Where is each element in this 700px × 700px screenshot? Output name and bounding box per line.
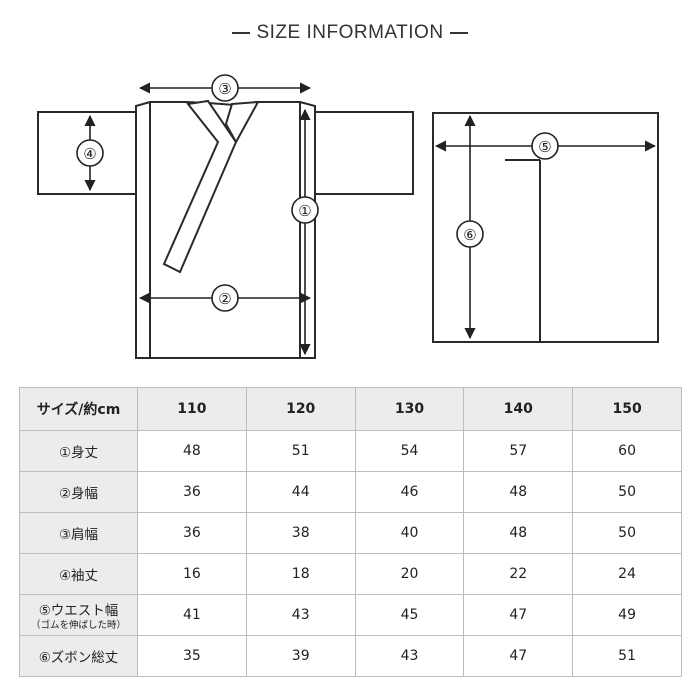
table-cell: 16	[137, 553, 247, 595]
table-cell: 40	[354, 512, 465, 554]
table-cell: 36	[137, 512, 247, 554]
label-2-circle	[211, 284, 239, 312]
table-cell: 50	[572, 471, 682, 513]
table-cell: 54	[354, 430, 465, 472]
jacket-right-sleeve	[314, 111, 414, 195]
table-cell: 41	[137, 594, 247, 636]
label-4: ④	[83, 145, 96, 163]
table-row: ②身幅 36 44 46 48 50	[19, 471, 682, 513]
table-cell: 47	[463, 594, 574, 636]
title-dash-left	[232, 31, 251, 34]
row-label: ⑤ウエスト幅	[38, 603, 119, 619]
corner-header: サイズ/約cm	[19, 387, 138, 431]
size-diagram: ③ ④ ① ② ⑤ ⑥	[37, 74, 659, 359]
table-cell: 51	[245, 430, 356, 472]
table-cell: 18	[245, 553, 356, 595]
label-4-circle	[76, 139, 104, 167]
row-label-cell: ⑤ウエスト幅 （ゴムを伸ばした時）	[19, 594, 138, 636]
label-6-circle	[456, 220, 484, 248]
table-cell: 51	[572, 635, 682, 677]
row-label: ③肩幅	[19, 512, 138, 554]
label-6: ⑥	[463, 226, 476, 244]
table-row: ①身丈 48 51 54 57 60	[19, 430, 682, 472]
table-row: ③肩幅 36 38 40 48 50	[19, 512, 682, 554]
table-cell: 47	[463, 635, 574, 677]
label-3: ③	[218, 80, 231, 98]
title-text: SIZE INFORMATION	[256, 22, 444, 43]
table-row: ⑥ズボン総丈 35 39 43 47 51	[19, 635, 682, 677]
jacket-collar-right	[224, 100, 260, 145]
section-title: SIZE INFORMATION	[0, 22, 700, 44]
table-cell: 48	[463, 512, 574, 554]
table-cell: 39	[245, 635, 356, 677]
table-cell: 43	[245, 594, 356, 636]
size-header: 130	[354, 387, 465, 431]
row-label: ⑥ズボン総丈	[19, 635, 138, 677]
size-header: 150	[572, 387, 682, 431]
table-cell: 60	[572, 430, 682, 472]
row-label: ④袖丈	[19, 553, 138, 595]
table-cell: 43	[354, 635, 465, 677]
table-cell: 46	[354, 471, 465, 513]
table-cell: 24	[572, 553, 682, 595]
table-cell: 44	[245, 471, 356, 513]
table-cell: 22	[463, 553, 574, 595]
row-label: ①身丈	[19, 430, 138, 472]
table-cell: 35	[137, 635, 247, 677]
table-cell: 45	[354, 594, 465, 636]
title-dash-right	[449, 31, 468, 34]
label-3-circle	[211, 74, 239, 102]
label-2: ②	[218, 290, 231, 308]
table-cell: 57	[463, 430, 574, 472]
table-cell: 20	[354, 553, 465, 595]
size-table-header: サイズ/約cm 110 120 130 140 150	[19, 387, 682, 431]
table-cell: 38	[245, 512, 356, 554]
label-5-circle	[531, 132, 559, 160]
jacket-collar	[162, 99, 238, 274]
table-row: ④袖丈 16 18 20 22 24	[19, 553, 682, 595]
size-header: 110	[137, 387, 247, 431]
table-cell: 48	[463, 471, 574, 513]
size-header: 140	[463, 387, 574, 431]
row-label: ②身幅	[19, 471, 138, 513]
size-table: サイズ/約cm 110 120 130 140 150 ①身丈 48 51 54…	[19, 387, 682, 677]
table-cell: 49	[572, 594, 682, 636]
table-cell: 36	[137, 471, 247, 513]
size-header: 120	[245, 387, 356, 431]
label-5: ⑤	[538, 138, 551, 156]
table-row: ⑤ウエスト幅 （ゴムを伸ばした時） 41 43 45 47 49	[19, 594, 682, 636]
label-1-circle	[291, 196, 319, 224]
label-1: ①	[298, 202, 311, 220]
table-cell: 50	[572, 512, 682, 554]
row-sublabel: （ゴムを伸ばした時）	[30, 620, 126, 631]
table-cell: 48	[137, 430, 247, 472]
